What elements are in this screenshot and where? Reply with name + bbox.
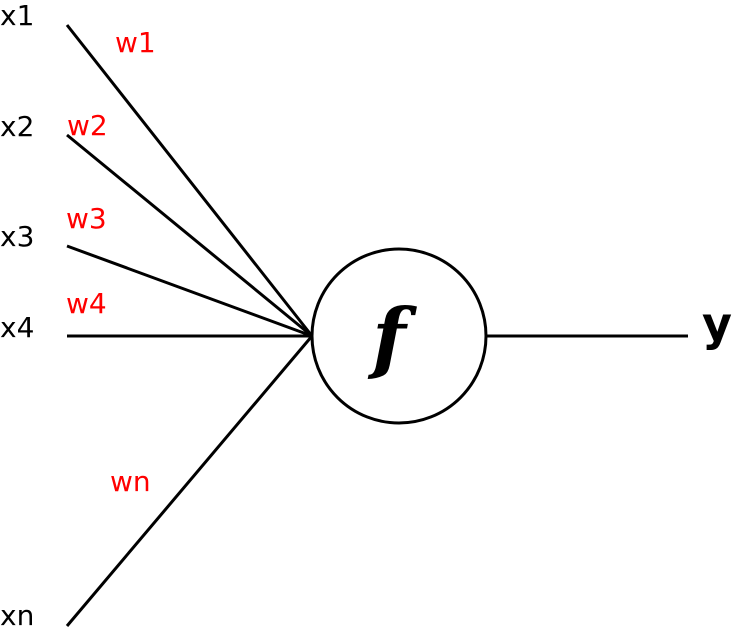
input-label-xn: xn xyxy=(0,599,34,628)
input-label-x1: x1 xyxy=(0,0,34,32)
weight-label-w1: w1 xyxy=(115,26,156,59)
edge-x1 xyxy=(65,24,314,337)
input-label-x3: x3 xyxy=(0,220,34,253)
weight-label-w3: w3 xyxy=(66,202,107,235)
weight-label-wn: wn xyxy=(110,465,151,498)
neuron-node xyxy=(310,247,488,425)
edge-x3 xyxy=(66,244,313,338)
weight-label-w4: w4 xyxy=(66,287,107,320)
input-label-x4: x4 xyxy=(0,311,34,344)
output-label-y: y xyxy=(702,297,732,351)
edge-xn xyxy=(65,335,314,627)
weight-label-w2: w2 xyxy=(67,109,108,142)
edge-x2 xyxy=(66,133,313,338)
input-label-x2: x2 xyxy=(0,110,34,143)
